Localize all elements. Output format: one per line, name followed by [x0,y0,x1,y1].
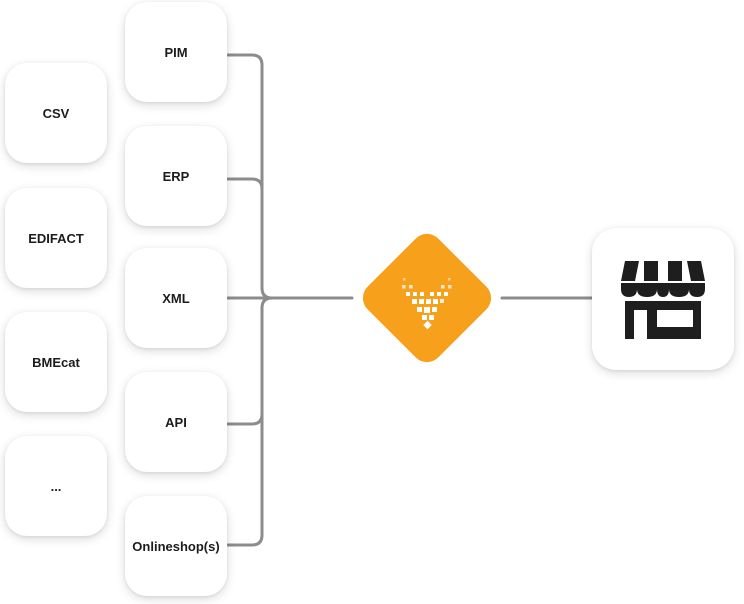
storefront-card [592,228,734,370]
source-card-api: API [125,372,227,472]
source-label: API [165,414,187,430]
source-label: XML [162,290,190,306]
source-card-erp: ERP [125,126,227,226]
connector-api [226,306,264,426]
source-label: PIM [164,44,188,60]
format-card-edifact: EDIFACT [5,188,107,288]
source-card-pim: PIM [125,2,227,102]
connector-pim [226,53,274,300]
format-card-bmecat: BMEcat [5,312,107,412]
connector-erp [226,177,264,290]
heart-pixel-logo-icon [402,278,452,330]
format-label: CSV [42,105,70,121]
hub-diamond [362,233,492,363]
format-label: EDIFACT [28,230,84,246]
format-card-csv: CSV [5,63,107,163]
source-label: Onlineshop(s) [132,538,220,554]
source-label: ERP [162,168,190,184]
format-label: BMEcat [32,354,80,370]
source-card-xml: XML [125,248,227,348]
storefront-icon [621,261,705,339]
source-card-onlineshop: Onlineshop(s) [125,496,227,596]
format-card-more: ... [5,436,107,536]
connector-onlineshop [226,296,274,547]
format-label: ... [50,478,62,494]
